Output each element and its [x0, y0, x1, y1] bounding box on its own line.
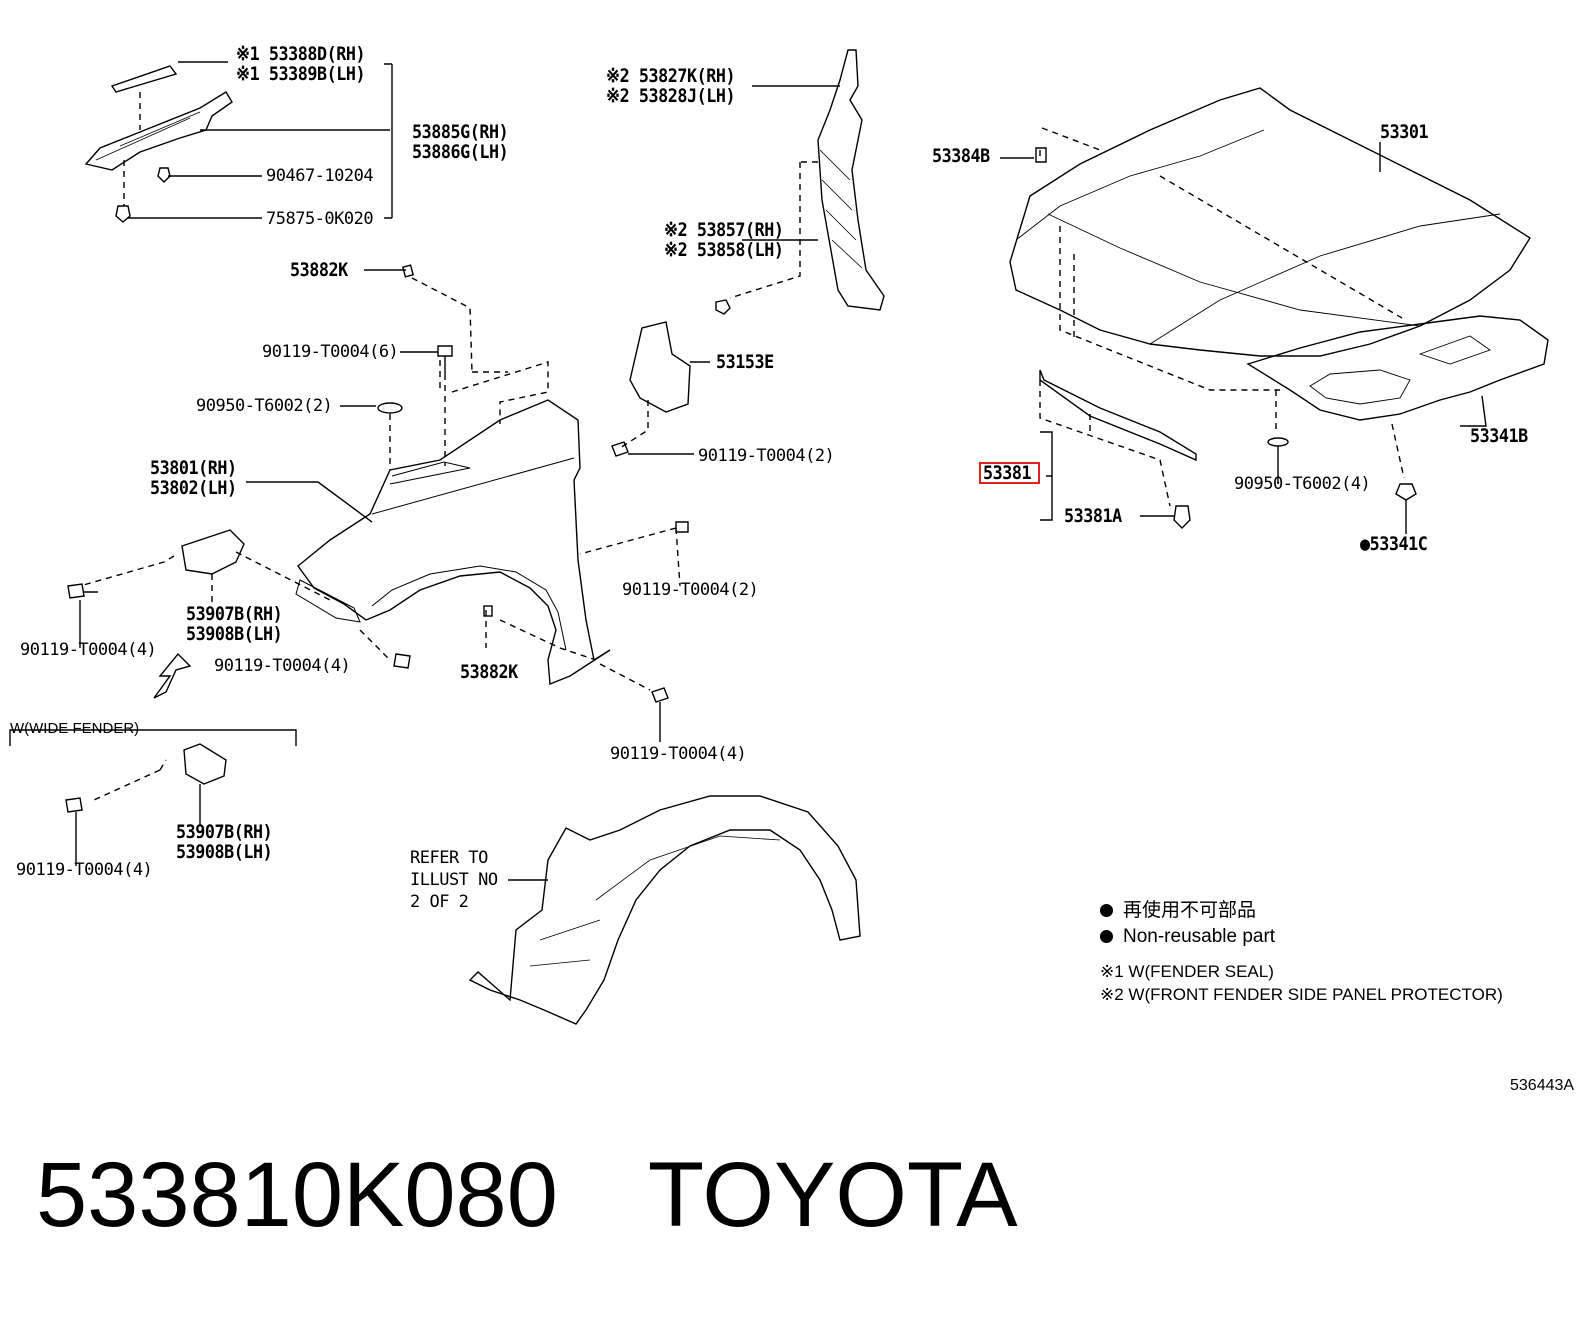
callout-53153: 53153E — [716, 351, 774, 373]
callout-90950-4: 90950-T6002(4) — [1234, 474, 1371, 494]
arrow-up-icon — [153, 652, 192, 699]
legend: 再使用不可部品 Non-reusable part ※1 W(FENDER SE… — [1100, 898, 1503, 1006]
bolt-icon — [675, 521, 689, 533]
callout-90119-4c: 90119-T0004(4) — [610, 744, 747, 764]
callout-90119-4b: 90119-T0004(4) — [214, 656, 351, 676]
wide-fender-bracket — [183, 743, 227, 785]
bolt-icon — [65, 797, 83, 813]
callout-53381: 53381 — [983, 462, 1032, 484]
fender-bracket — [181, 529, 245, 575]
bolt-icon — [67, 583, 98, 599]
clip-icon — [1035, 147, 1047, 163]
highlight-box — [979, 462, 1040, 484]
fender-seal-bracket — [84, 91, 233, 171]
callout-53801: 53801(RH) — [150, 457, 237, 479]
bolt-icon — [611, 441, 629, 457]
bolt-icon — [393, 653, 411, 669]
callout-90119-2a: 90119-T0004(2) — [698, 446, 835, 466]
bolt-icon — [437, 345, 453, 374]
callout-53908-a: 53908B(LH) — [186, 623, 283, 645]
refer-note-line-2: ILLUST NO — [410, 870, 498, 890]
callout-53389: ※1 53389B(LH) — [236, 63, 366, 85]
callout-53857: ※2 53857(RH) — [664, 219, 784, 241]
bullet-dot-icon — [1100, 904, 1113, 917]
clip-icon — [1173, 505, 1191, 529]
callout-53886: 53886G(LH) — [412, 141, 509, 163]
callout-90119-6: 90119-T0004(6) — [262, 342, 399, 362]
refer-note-line-3: 2 OF 2 — [410, 892, 469, 912]
callout-90950-2: 90950-T6002(2) — [196, 396, 333, 416]
callout-53341b: 53341B — [1470, 425, 1528, 447]
callout-75875: 75875-0K020 — [266, 209, 374, 229]
callout-53908-b: 53908B(LH) — [176, 841, 273, 863]
hood-seal — [1039, 369, 1197, 462]
front-fender — [297, 399, 611, 686]
side-panel-protector — [817, 49, 885, 311]
legend-item-en: Non-reusable part — [1100, 924, 1503, 950]
callout-53827: ※2 53827K(RH) — [606, 65, 736, 87]
fender-seal-strip — [110, 65, 178, 93]
hood-panel — [1009, 87, 1531, 357]
callout-53858: ※2 53858(LH) — [664, 239, 784, 261]
clip-icon — [115, 205, 131, 223]
callout-53907-b: 53907B(RH) — [176, 821, 273, 843]
callout-90119-4d: 90119-T0004(4) — [16, 860, 153, 880]
callout-53907-a: 53907B(RH) — [186, 603, 283, 625]
upper-bracket — [629, 321, 691, 413]
callout-53384: 53384B — [932, 145, 990, 167]
callout-53802: 53802(LH) — [150, 477, 237, 499]
bullet-dot-icon — [1100, 930, 1113, 943]
callout-90119-2b: 90119-T0004(2) — [622, 580, 759, 600]
bolt-icon — [651, 687, 669, 742]
callout-53301: 53301 — [1380, 121, 1429, 143]
wide-fender-label: W(WIDE FENDER) — [10, 720, 140, 737]
callout-53341c: ●53341C — [1360, 533, 1428, 555]
callout-90467: 90467-10204 — [266, 166, 374, 186]
legend-note-2: ※2 W(FRONT FENDER SIDE PANEL PROTECTOR) — [1100, 985, 1503, 1004]
clip-icon — [715, 299, 731, 315]
clip-icon — [157, 167, 171, 183]
callout-53882-upper: 53882K — [290, 259, 348, 281]
grommet-icon — [1267, 437, 1289, 447]
callout-53882-lower: 53882K — [460, 661, 518, 683]
diagram-code: 536443A — [1510, 1077, 1575, 1094]
fender-liner — [468, 795, 861, 1025]
callout-53388: ※1 53388D(RH) — [236, 43, 366, 65]
legend-note-1: ※1 W(FENDER SEAL) — [1100, 962, 1274, 981]
callout-53828: ※2 53828J(LH) — [606, 85, 736, 107]
callout-53381a: 53381A — [1064, 505, 1122, 527]
part-title: 533810K080 TOYOTA — [36, 1145, 1018, 1245]
washer-icon — [377, 402, 403, 414]
part-number: 533810K080 — [36, 1144, 558, 1246]
callout-90119-4a: 90119-T0004(4) — [20, 640, 157, 660]
brand-name: TOYOTA — [647, 1144, 1018, 1246]
hood-insulator — [1246, 315, 1549, 421]
legend-item-jp: 再使用不可部品 — [1100, 898, 1503, 924]
refer-note-line-1: REFER TO — [410, 848, 488, 868]
callout-53885: 53885G(RH) — [412, 121, 509, 143]
clip-icon — [1395, 483, 1417, 501]
